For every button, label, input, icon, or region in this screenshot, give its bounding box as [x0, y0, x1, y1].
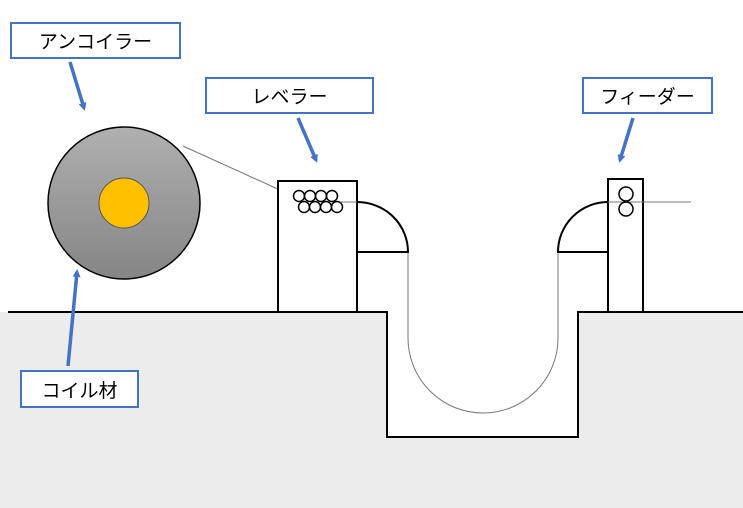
feeder-label: フィーダー — [582, 77, 713, 114]
coil-label: コイル材 — [20, 370, 139, 408]
feeder-guide — [556, 201, 609, 253]
feeder-machine — [607, 178, 644, 313]
leveler-machine — [277, 180, 358, 313]
leveler-label: レベラー — [205, 77, 374, 114]
uncoiler-label: アンコイラー — [10, 22, 181, 59]
coil-core — [98, 177, 150, 229]
feeder-rollers — [618, 186, 634, 217]
leveler-rollers — [292, 189, 344, 214]
ground — [0, 312, 743, 508]
callout-arrows — [66, 61, 635, 367]
leveler-guide — [356, 201, 410, 253]
